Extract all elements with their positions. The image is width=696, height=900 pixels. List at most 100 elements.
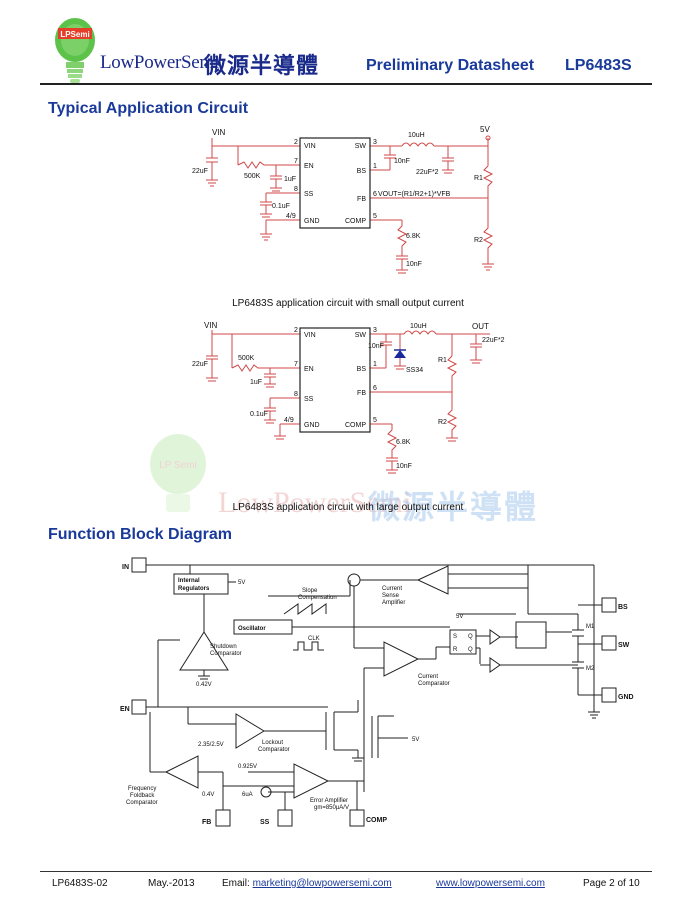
error-amp-label: Error Amplifier	[310, 798, 348, 804]
footer-website-block: www.lowpowersemi.com	[436, 878, 545, 889]
pin-en: EN	[120, 706, 130, 713]
part-number: LP6483S	[565, 57, 632, 74]
latch-r-label: R	[453, 647, 458, 653]
shutdown-label: Shutdown	[210, 644, 237, 650]
pin-num-ss: 8	[294, 391, 298, 398]
part-cen: 1uF	[284, 176, 296, 183]
part-r2: R2	[474, 237, 483, 244]
pin-gnd: GND	[304, 422, 320, 429]
freq-foldback-ref: 0.4V	[202, 792, 214, 798]
pin-bs: BS	[357, 366, 367, 373]
pin-comp: COMP	[345, 422, 366, 429]
footer-website-link[interactable]: www.lowpowersemi.com	[436, 878, 545, 889]
pin-comp: COMP	[345, 218, 366, 225]
watermark-logo-text: LP Semi	[159, 460, 197, 471]
pin-ss: SS	[260, 819, 270, 826]
current-sense-label-2: Sense	[382, 593, 400, 599]
function-block-diagram: IN EN FB SS COMP BS SW GND Internal Regu…	[120, 557, 634, 827]
footer-email-block: Email: marketing@lowpowersemi.com	[222, 878, 392, 889]
current-sense-label: Current	[382, 586, 402, 592]
error-amp-label-2: gm=850μA/V	[314, 805, 349, 811]
lockout-ref: 2.35/2.5V	[198, 742, 224, 748]
pin-num-gnd: 4/9	[286, 213, 296, 220]
circuit1-caption: LP6483S application circuit with small o…	[232, 298, 464, 309]
oscillator-label: Oscillator	[238, 626, 266, 632]
application-circuit-small-current: VIN 5V VIN EN SS GND SW BS FB COMP 2 7 8…	[192, 125, 494, 274]
footer-email-link[interactable]: marketing@lowpowersemi.com	[252, 878, 392, 889]
pin-box-fb	[215, 809, 231, 827]
slope-label-2: Compensation	[298, 595, 337, 601]
part-cout: 22uF*2	[416, 169, 439, 176]
pin-box-comp	[349, 809, 365, 827]
footer-date: May.-2013	[148, 878, 195, 889]
pin-ss: SS	[304, 191, 314, 198]
vin-label: VIN	[212, 128, 226, 137]
part-cbs: 10nF	[394, 158, 410, 165]
circuit2-caption: LP6483S application circuit with large o…	[232, 502, 464, 513]
section-title-typical-application: Typical Application Circuit	[48, 100, 249, 117]
part-cin: 22uF	[192, 168, 208, 175]
part-cbs: 10nF	[368, 343, 384, 350]
pin-num-ss: 8	[294, 186, 298, 193]
ic-body	[299, 137, 371, 229]
pin-box-bs	[601, 597, 617, 613]
vout-label: 5V	[480, 125, 490, 134]
pin-box-in	[131, 557, 147, 573]
watermark-logo: LP Semi	[150, 434, 206, 512]
current-comp-label-2: Comparator	[418, 681, 450, 687]
pin-vin: VIN	[304, 143, 316, 150]
logo-text: LPSemi	[60, 30, 89, 39]
latch-s-label: S	[453, 634, 457, 640]
document-type: Preliminary Datasheet	[366, 57, 535, 74]
pin-box-gnd	[601, 687, 617, 703]
part-inductor: 10uH	[408, 132, 425, 139]
pin-fb: FB	[357, 196, 366, 203]
part-r1: R1	[438, 357, 447, 364]
brand-name-chinese: 微源半導體	[204, 54, 320, 79]
ss-current-label: 6uA	[242, 792, 253, 798]
pin-num-sw: 3	[373, 139, 377, 146]
pin-sw: SW	[355, 143, 367, 150]
m1-label: M1	[586, 624, 595, 630]
pin-gnd: GND	[304, 218, 320, 225]
pin-num-en: 7	[294, 158, 298, 165]
part-ren: 500K	[244, 173, 261, 180]
lockout-label-2: Comparator	[258, 747, 290, 753]
pin-num-fb: 6	[373, 385, 377, 392]
part-r2: R2	[438, 419, 447, 426]
part-cout: 22uF*2	[482, 337, 505, 344]
latch-q-label: Q	[468, 634, 473, 640]
pin-num-fb: 6	[373, 191, 377, 198]
pin-vin: VIN	[304, 332, 316, 339]
ic-body	[299, 327, 371, 433]
vout-formula: VOUT=(R1/R2+1)*VFB	[378, 191, 451, 198]
clk-label: CLK	[308, 636, 320, 642]
latch-qb-label: Q	[468, 647, 473, 653]
bootstrap-5v-label: 5V	[456, 614, 463, 620]
part-css: 0.1uF	[250, 411, 268, 418]
section-title-function-block: Function Block Diagram	[48, 526, 233, 543]
footer-doc-id: LP6483S-02	[52, 878, 108, 889]
lockout-5v-label: 5V	[412, 737, 419, 743]
part-cen: 1uF	[250, 379, 262, 386]
pin-box-en	[131, 699, 147, 715]
pin-en: EN	[304, 366, 314, 373]
pin-ss: SS	[304, 396, 314, 403]
pin-num-comp: 5	[373, 417, 377, 424]
part-rc: 6.8K	[396, 439, 411, 446]
pin-num-comp: 5	[373, 213, 377, 220]
company-logo: LPSemi	[55, 18, 95, 83]
shutdown-label-2: Comparator	[210, 651, 242, 657]
current-comp-label: Current	[418, 674, 438, 680]
pin-en: EN	[304, 163, 314, 170]
part-cc: 10nF	[406, 261, 422, 268]
pin-box-sw	[601, 635, 617, 651]
pin-sw: SW	[618, 642, 630, 649]
part-rc: 6.8K	[406, 233, 421, 240]
pin-num-en: 7	[294, 361, 298, 368]
pin-in: IN	[122, 564, 129, 571]
current-sense-label-3: Amplifier	[382, 600, 405, 606]
pin-num-bs: 1	[373, 163, 377, 170]
brand-name: LowPowerSemi	[100, 52, 219, 73]
shutdown-ref: 0.42V	[196, 682, 212, 688]
